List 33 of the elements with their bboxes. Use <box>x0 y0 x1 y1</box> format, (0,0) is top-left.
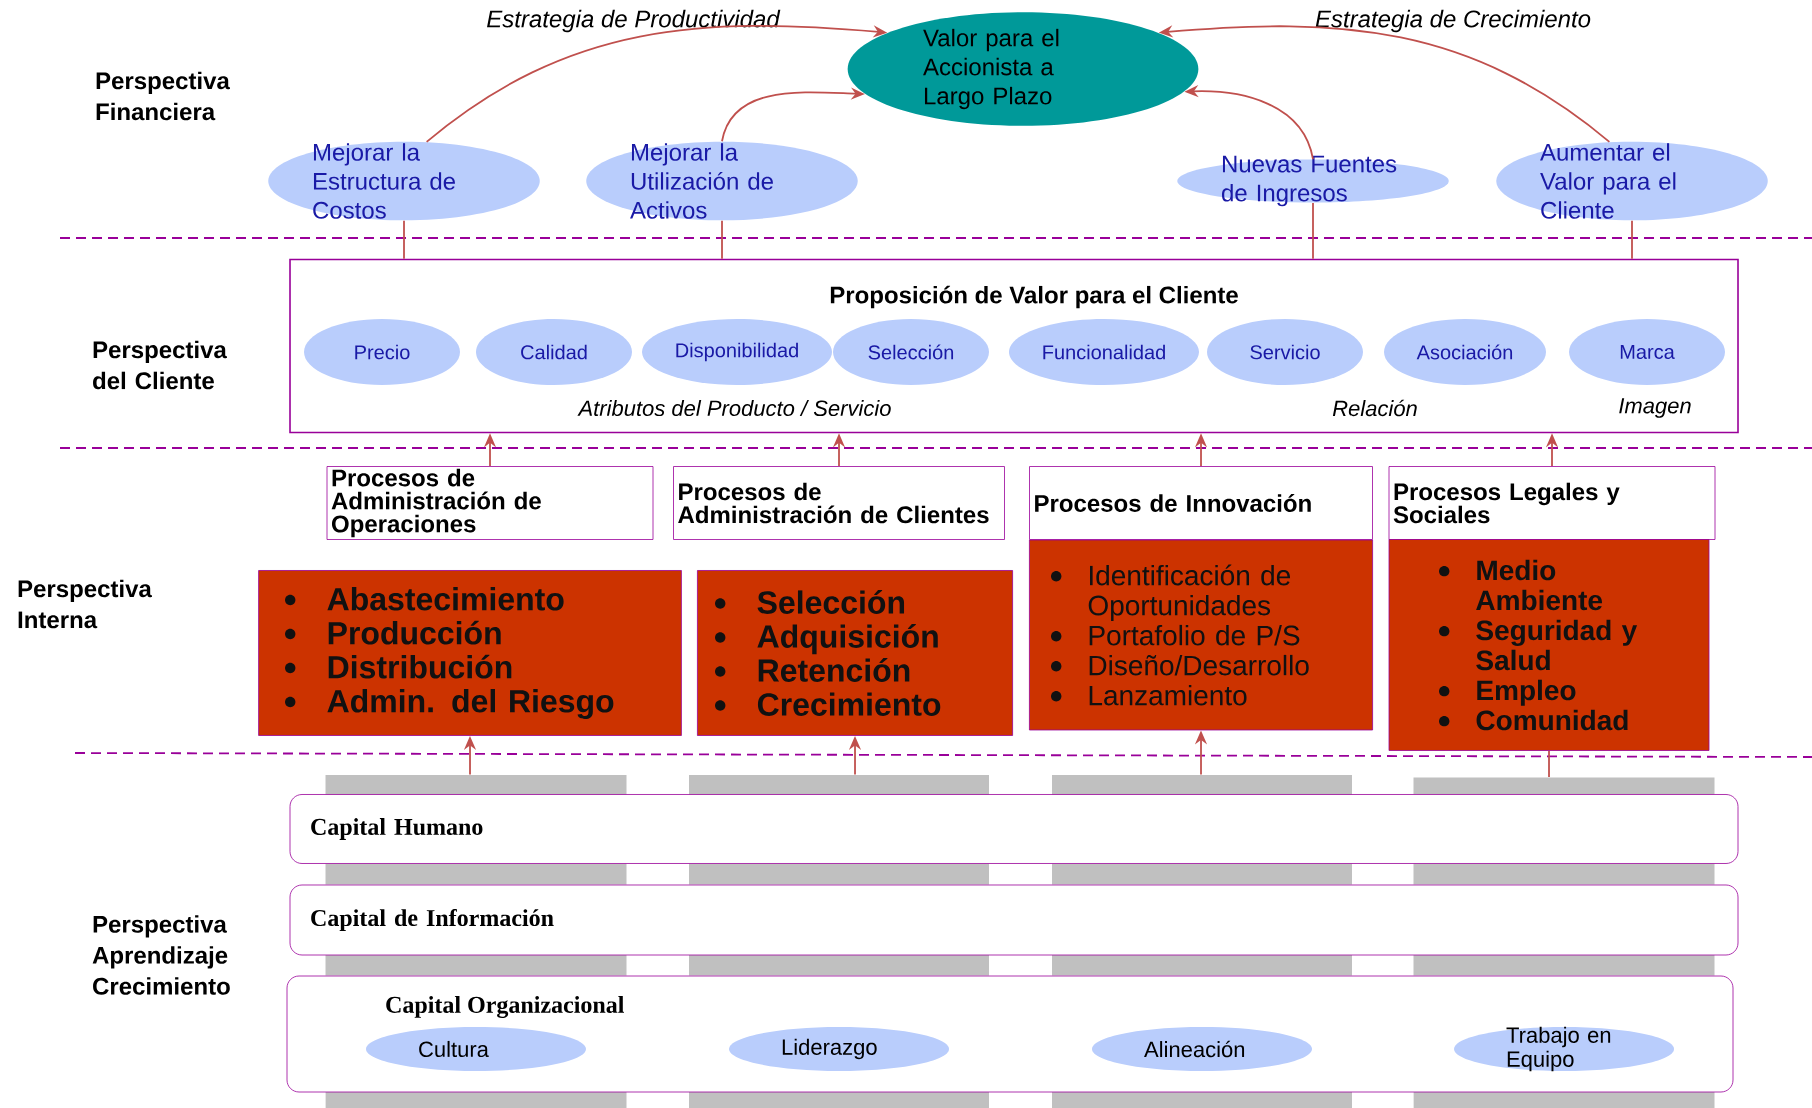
process-header: Procesos Legales y Sociales <box>1388 466 1716 540</box>
column-bar <box>1052 954 1352 976</box>
column-bar <box>1413 954 1715 976</box>
process-header: Procesos de Administración de Operaciones <box>326 466 654 540</box>
column-bar <box>325 954 627 976</box>
column-bar <box>689 775 989 795</box>
column-bar <box>1413 777 1715 795</box>
column-bar <box>1052 863 1352 885</box>
group-label: Imagen <box>1619 398 1691 418</box>
perspective-label: Perspectiva Interna <box>18 579 152 629</box>
column-bar <box>689 863 989 885</box>
column-bar <box>1052 775 1352 795</box>
process-header: Procesos de Innovación <box>1029 466 1373 540</box>
perspective-label: Perspectiva del Cliente <box>93 340 227 390</box>
panel-title: Proposición de Valor para el Cliente <box>830 285 1238 309</box>
process-list-box: Identificación de Oportunidades Portafolio de P/S Diseño/Desarrollo Lanzamiento <box>1029 539 1373 731</box>
column-bar <box>325 863 627 885</box>
column-bar <box>1413 863 1715 885</box>
column-bar <box>689 954 989 976</box>
column-bar <box>325 775 627 795</box>
process-list-box: Medio Ambiente Seguridad y Salud Empleo Comunidad <box>1388 539 1710 751</box>
process-list-box: Selección Adquisición Retención Crecimiento <box>697 570 1013 736</box>
capital-box: Capital de Información <box>289 884 1739 956</box>
process-header: Procesos de Administración de Clientes <box>673 466 1005 540</box>
group-label: Atributos del Producto / Servicio <box>577 399 891 417</box>
strategy-label: Estrategia de Productividad <box>487 9 781 33</box>
process-list-box: Abastecimiento Producción Distribución Admin. del Riesgo <box>258 570 682 736</box>
group-label: Relación <box>1332 399 1417 417</box>
perspective-label: Perspectiva Financiera <box>96 71 230 121</box>
strategy-label: Estrategia de Crecimiento <box>1315 9 1591 33</box>
box-title: Capital Organizacional <box>386 996 624 1018</box>
perspective-label: Perspectiva Aprendizaje Crecimiento <box>92 915 230 995</box>
capital-box: Capital Humano <box>289 794 1739 864</box>
